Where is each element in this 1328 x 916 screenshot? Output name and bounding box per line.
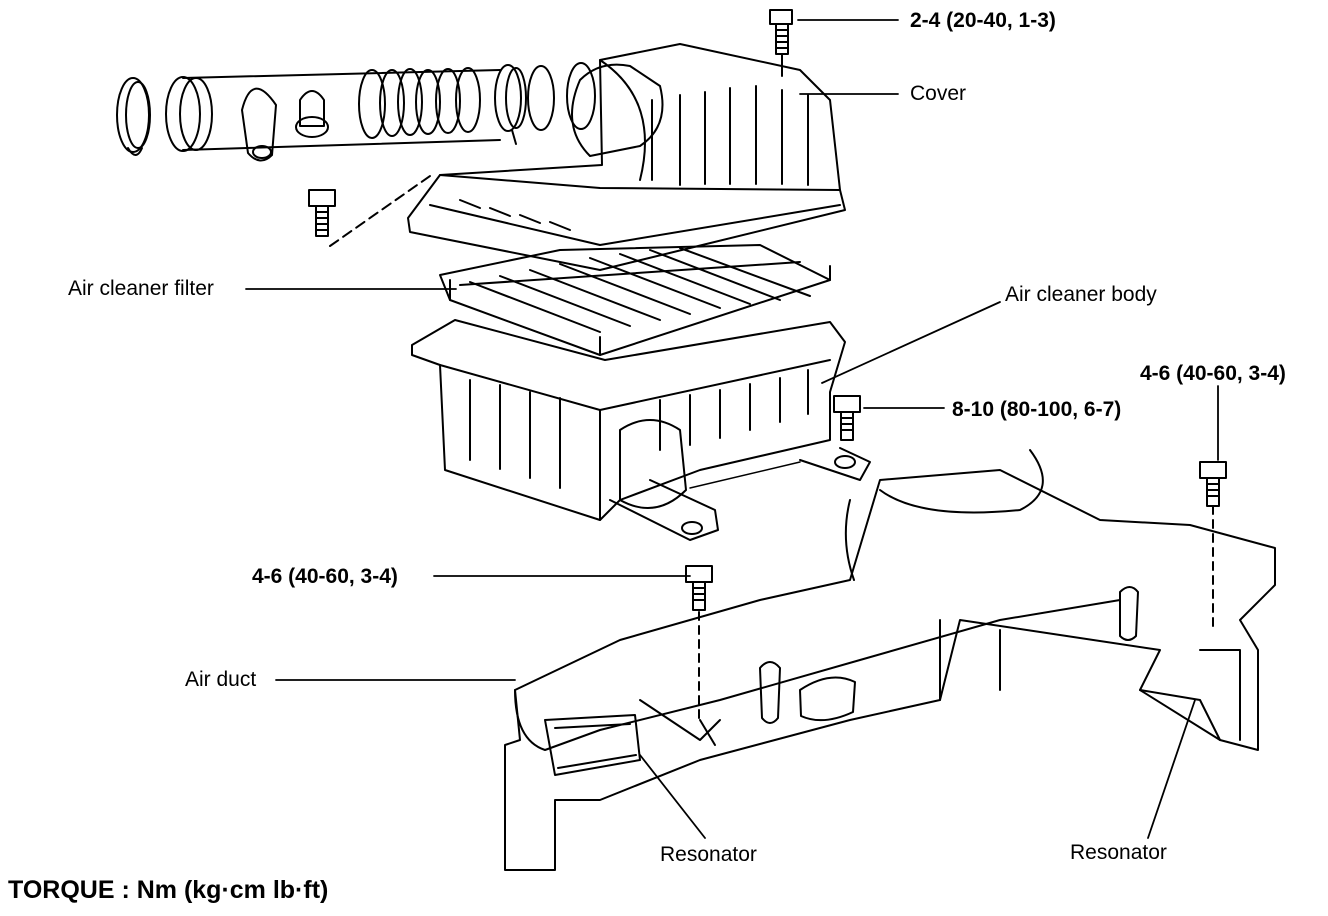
- bolt-cover: [769, 9, 793, 77]
- torque-label-body-bolt: 8-10 (80-100, 6-7): [952, 398, 1122, 421]
- torque-label-cover-bolt: 2-4 (20-40, 1-3): [910, 9, 1056, 32]
- bolt-cover-side: [308, 175, 431, 247]
- leader-body: [821, 301, 1001, 384]
- resonator-label-right: Resonator: [1070, 841, 1167, 864]
- air-cleaner-filter-label: Air cleaner filter: [68, 277, 214, 300]
- bolt-duct-left: [685, 565, 713, 723]
- bolt-duct-right: [1199, 461, 1227, 627]
- resonator-label-left: Resonator: [660, 843, 757, 866]
- leader-lines: [245, 19, 1219, 839]
- torque-label-duct-right-bolt: 4-6 (40-60, 3-4): [1140, 362, 1286, 385]
- intake-hose: [116, 62, 596, 162]
- leader-resonator-right: [1147, 699, 1196, 839]
- bolt-body: [833, 395, 861, 441]
- air-cleaner-body: [411, 319, 871, 541]
- cover-label: Cover: [910, 82, 967, 105]
- leader-resonator-left: [639, 754, 706, 839]
- air-cleaner-filter: [439, 244, 831, 356]
- air-duct: [504, 449, 1276, 871]
- air-duct-label: Air duct: [185, 668, 257, 691]
- torque-units-caption: TORQUE : Nm (kg·cm lb·ft): [8, 876, 329, 904]
- air-cleaner-cover: [407, 43, 846, 271]
- air-cleaner-body-label: Air cleaner body: [1005, 283, 1157, 306]
- torque-label-duct-left-bolt: 4-6 (40-60, 3-4): [252, 565, 398, 588]
